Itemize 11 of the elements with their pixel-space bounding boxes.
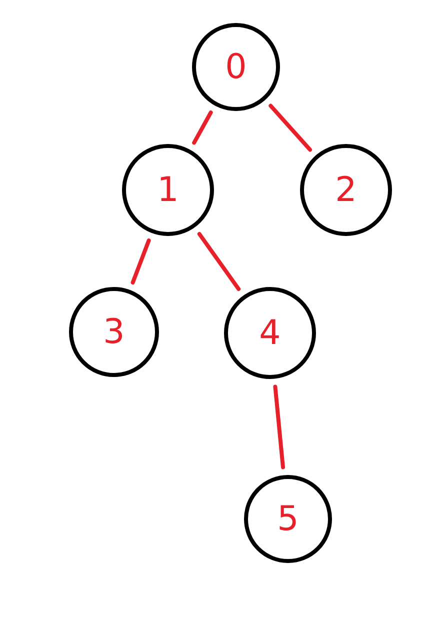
connector-line xyxy=(197,232,241,291)
connector-line xyxy=(130,238,151,284)
connector-line xyxy=(268,104,312,152)
node-label: 4 xyxy=(259,316,281,350)
connector-line xyxy=(273,384,285,470)
node-label: 3 xyxy=(103,315,125,349)
node-label: 5 xyxy=(277,502,299,536)
node-label: 2 xyxy=(335,173,357,207)
node-label: 0 xyxy=(225,50,247,84)
connector-line xyxy=(192,110,213,145)
node-label: 1 xyxy=(157,173,179,207)
